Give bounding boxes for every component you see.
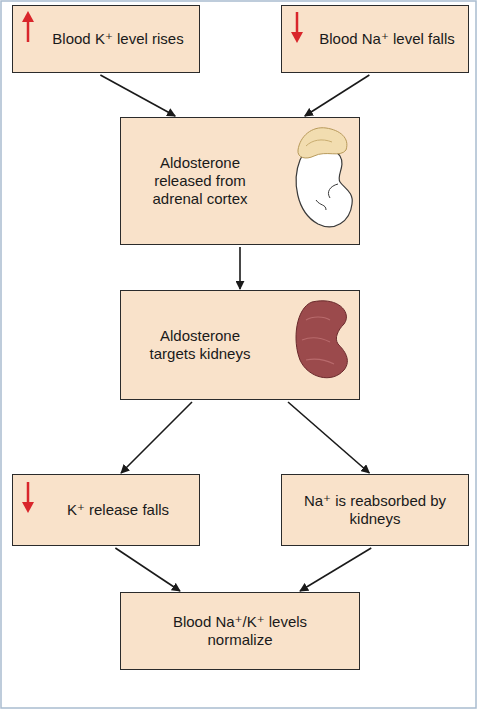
box-text: K⁺ release falls: [67, 501, 169, 519]
process-box: Aldosterone released from adrenal cortex: [120, 117, 360, 245]
box-text: Blood Na⁺ level falls: [319, 30, 454, 48]
flow-arrow: [115, 548, 180, 591]
process-box: Blood Na⁺ level falls: [281, 5, 469, 73]
flow-arrow: [100, 75, 175, 116]
flow-arrow: [121, 402, 192, 473]
flow-arrow: [305, 75, 370, 116]
box-text: Na⁺ is reabsorbed by kidneys: [290, 492, 460, 528]
process-box: Na⁺ is reabsorbed by kidneys: [281, 474, 469, 546]
flow-arrow: [300, 548, 371, 591]
box-text: Aldosterone targets kidneys: [141, 327, 259, 363]
process-box: Blood Na⁺/K⁺ levels normalize: [120, 592, 360, 670]
box-text: Aldosterone released from adrenal cortex: [141, 154, 259, 208]
flow-arrow: [288, 402, 369, 473]
process-box: Blood K⁺ level rises: [12, 5, 200, 73]
process-box: K⁺ release falls: [12, 474, 200, 546]
box-text: Blood K⁺ level rises: [52, 30, 183, 48]
process-box: Aldosterone targets kidneys: [120, 290, 360, 400]
flow-arrow: [239, 247, 241, 289]
box-text: Blood Na⁺/K⁺ levels normalize: [161, 613, 319, 649]
